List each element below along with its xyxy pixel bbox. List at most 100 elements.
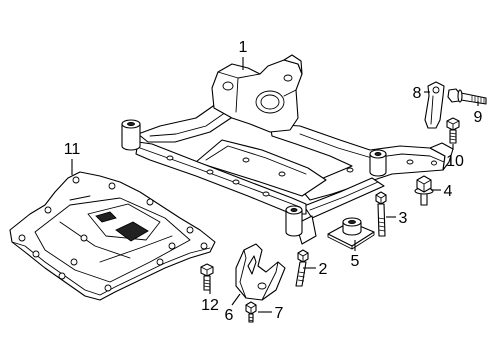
nut-part-4 bbox=[414, 175, 434, 206]
bolt-hole bbox=[32, 250, 40, 258]
bracket-part-6 bbox=[235, 243, 286, 301]
tower-hole bbox=[283, 74, 293, 82]
mount-part-5 bbox=[327, 217, 375, 250]
bolt-head-edge bbox=[446, 120, 460, 131]
callout-label-2: 2 bbox=[319, 261, 328, 278]
callout-label-4: 4 bbox=[444, 183, 453, 200]
bolt-part-10 bbox=[446, 117, 460, 144]
link-part-8 bbox=[424, 81, 445, 129]
bolt-head-edge bbox=[245, 304, 257, 315]
callout-label-10: 10 bbox=[446, 153, 464, 170]
bracket-edge bbox=[239, 249, 279, 301]
mount-hole bbox=[206, 169, 214, 175]
callout-label-7: 7 bbox=[275, 305, 284, 322]
bolt-part-3 bbox=[375, 191, 387, 237]
subframe-center-beam-edge bbox=[205, 145, 307, 175]
bolt-head-edge bbox=[297, 252, 309, 263]
bolt-thread bbox=[203, 279, 211, 288]
subframe-tower-ear bbox=[283, 54, 303, 75]
bolt-thread bbox=[297, 271, 306, 282]
bolt-shaft bbox=[460, 92, 487, 105]
mount-hole bbox=[278, 171, 286, 177]
subframe-right-bushing bbox=[369, 149, 387, 177]
mount-hole bbox=[431, 160, 437, 166]
callout-label-9: 9 bbox=[474, 109, 483, 126]
subframe-right-end-flange bbox=[429, 142, 454, 171]
bushing-body bbox=[285, 209, 303, 237]
nut-hex-edge bbox=[416, 179, 432, 193]
bushing-core bbox=[374, 152, 382, 156]
bolt-thread bbox=[248, 316, 254, 322]
bushing-core bbox=[127, 121, 135, 127]
mount-hole bbox=[242, 157, 250, 163]
bolt-shaft bbox=[295, 261, 307, 287]
subframe-lower-rail-edge bbox=[309, 181, 379, 211]
mount-hole bbox=[166, 155, 174, 161]
bolt-head-edge bbox=[200, 266, 214, 277]
bolt-thread bbox=[471, 95, 485, 104]
shield-center-panel bbox=[87, 203, 161, 241]
shield-rib bbox=[59, 195, 173, 263]
bolt-part-12 bbox=[200, 263, 214, 291]
subframe-tower-edge bbox=[217, 71, 297, 113]
bushing-core bbox=[290, 208, 298, 212]
shield-bolt-holes bbox=[18, 176, 208, 292]
bolt-hole bbox=[104, 284, 112, 292]
bolt-hole bbox=[156, 258, 164, 266]
subframe-center-beam bbox=[195, 139, 327, 197]
subframe-left-bushing bbox=[121, 119, 141, 151]
shield-dark-recess bbox=[115, 221, 149, 242]
mount-hole bbox=[406, 159, 414, 165]
bolt-part-9 bbox=[447, 88, 487, 105]
bolt-hole bbox=[168, 242, 176, 250]
bolt-hole bbox=[18, 234, 26, 242]
leader-lines bbox=[71, 57, 479, 313]
callout-labels: 1 11 8 9 10 4 3 5 2 12 6 7 bbox=[64, 39, 483, 324]
leader-line-6 bbox=[231, 293, 241, 306]
bolt-hole bbox=[80, 234, 88, 242]
callout-label-5: 5 bbox=[351, 253, 360, 270]
link-edge bbox=[430, 95, 434, 125]
link-eye bbox=[432, 86, 440, 94]
shield-lower-edge bbox=[11, 241, 211, 296]
underbody-shield-part-11 bbox=[9, 171, 216, 301]
subframe-left-rail-edge bbox=[149, 111, 227, 137]
subframe-left-rail bbox=[137, 103, 235, 143]
mount-hole bbox=[232, 179, 240, 185]
mount-boss-hole bbox=[348, 219, 356, 225]
link-body bbox=[424, 81, 445, 129]
callout-label-12: 12 bbox=[201, 297, 219, 314]
bolt-hole bbox=[72, 176, 80, 184]
tower-bore bbox=[255, 90, 285, 114]
bolt-head-edge bbox=[375, 194, 387, 205]
bolt-washer bbox=[457, 89, 463, 103]
bolt-hole bbox=[186, 226, 194, 234]
callout-label-1: 1 bbox=[239, 39, 248, 56]
bolt-thread bbox=[449, 132, 457, 141]
shield-outline bbox=[9, 171, 216, 301]
bracket-hole bbox=[257, 282, 267, 290]
callout-label-11: 11 bbox=[64, 141, 81, 158]
subframe-part-1 bbox=[121, 54, 454, 245]
subframe-right-rail-edge bbox=[299, 133, 445, 163]
tower-hole bbox=[222, 81, 234, 91]
bolt-hole bbox=[58, 272, 66, 280]
bolt-hole bbox=[44, 206, 52, 214]
bolt-hole bbox=[70, 258, 78, 266]
bolt-hole bbox=[200, 242, 208, 250]
bolt-part-7 bbox=[245, 301, 257, 323]
subframe-lower-bushing bbox=[285, 205, 317, 245]
callout-label-6: 6 bbox=[225, 307, 234, 324]
bolt-shaft bbox=[377, 203, 386, 237]
bolt-hole bbox=[108, 182, 116, 190]
callout-label-3: 3 bbox=[399, 210, 408, 227]
bracket-slot bbox=[247, 255, 257, 275]
bolt-thread bbox=[378, 217, 386, 232]
callout-label-8: 8 bbox=[413, 85, 422, 102]
bushing-body bbox=[121, 123, 141, 151]
stud-shaft bbox=[420, 192, 428, 206]
subframe-right-rail bbox=[269, 123, 446, 201]
mount-hole bbox=[262, 191, 270, 197]
shield-dark-slot bbox=[95, 211, 117, 223]
